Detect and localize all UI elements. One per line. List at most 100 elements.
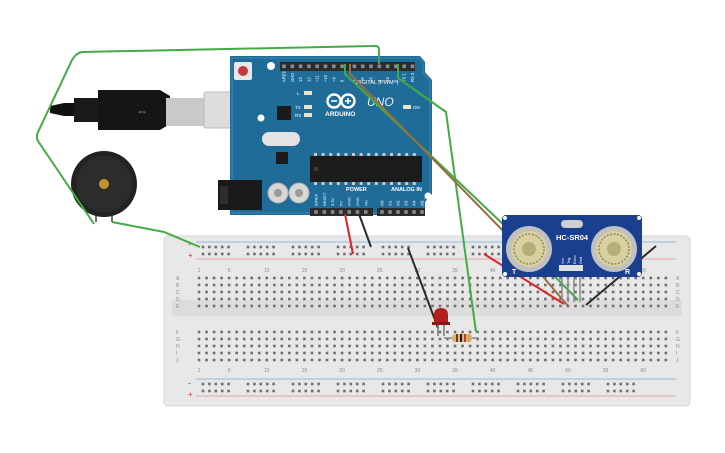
column-number: 15	[302, 368, 308, 374]
column-number: 10	[264, 368, 270, 374]
row-letter: B	[176, 283, 180, 289]
digital-header[interactable]	[280, 62, 415, 71]
arduino-logo	[326, 93, 356, 109]
power-pin-label: Vin	[363, 200, 368, 206]
led-tx-label: TX	[295, 105, 301, 110]
column-number: 30	[415, 368, 421, 374]
digital-pin-label: TX 1	[402, 72, 407, 82]
row-letter: D	[676, 297, 680, 303]
wire-buzzer-ground[interactable]	[111, 221, 201, 248]
mounting-hole	[267, 62, 275, 70]
row-letter: F	[176, 330, 179, 336]
transmitter	[506, 226, 552, 272]
analog-pin-label: A0	[380, 200, 385, 206]
row-letter: J	[176, 358, 179, 364]
row-letter: C	[676, 290, 680, 296]
column-number: 60	[640, 368, 646, 374]
usb-icon: ⇔	[136, 104, 148, 118]
digital-pin-label: 12	[306, 77, 311, 82]
wire-vcc[interactable]	[483, 253, 565, 305]
power-pin-label: IOREF	[314, 193, 319, 206]
column-number: 55	[603, 368, 609, 374]
rail-minus-bottom: -	[188, 378, 191, 388]
atmega-chip	[310, 156, 422, 182]
receiver	[591, 226, 637, 272]
row-letter: E	[176, 304, 180, 310]
red-led[interactable]	[432, 308, 450, 336]
row-letter: I	[676, 351, 677, 357]
column-number: 25	[377, 368, 383, 374]
wire-led-signal[interactable]	[397, 64, 477, 333]
column-number: 40	[490, 268, 496, 274]
sensor-pin-label: Echo	[573, 255, 577, 264]
mounting-hole	[424, 192, 432, 200]
column-number: 50	[565, 368, 571, 374]
sensor-pin-label: Vcc	[561, 258, 565, 264]
column-number: 15	[302, 268, 308, 274]
row-letter: C	[176, 290, 180, 296]
column-number: 20	[339, 268, 345, 274]
led-on-label: ON	[413, 105, 420, 110]
column-number: 35	[452, 368, 458, 374]
column-number: 40	[490, 368, 496, 374]
row-letter: G	[676, 337, 680, 343]
row-letter: A	[676, 276, 680, 282]
power-pin-label: GND	[347, 197, 352, 206]
digital-pin-label: ~6	[360, 77, 365, 82]
wire-led-ground[interactable]	[407, 247, 439, 329]
sensor-r-label: R	[625, 269, 630, 276]
column-number: 10	[264, 268, 270, 274]
digital-pin-label: 8	[340, 79, 345, 82]
row-letter: B	[676, 283, 680, 289]
column-number: 1	[198, 268, 201, 274]
digital-pin-label: ~9	[331, 77, 336, 82]
digital-pin-label: 2	[393, 79, 398, 82]
led-rx-label: RX	[295, 113, 301, 118]
row-letter: D	[176, 297, 180, 303]
digital-pin-label: ~3	[385, 77, 390, 82]
piezo-buzzer[interactable]	[71, 151, 137, 222]
column-number: 35	[452, 268, 458, 274]
row-letter: I	[176, 351, 177, 357]
wire-5v[interactable]	[344, 213, 354, 255]
digital-pin-label: AREF	[282, 70, 287, 82]
rail-plus-top: +	[188, 251, 193, 260]
row-letter: H	[176, 344, 180, 350]
wire-buzzer-signal[interactable]	[35, 44, 380, 225]
wire-gnd[interactable]	[358, 213, 372, 248]
sensor-pin-label: Trig	[567, 258, 571, 264]
sensor-pin-label: Gnd	[579, 257, 583, 264]
led-tx	[304, 105, 312, 109]
led-l	[304, 91, 312, 95]
analog-header[interactable]	[377, 208, 425, 216]
analog-pin-label: A1	[388, 200, 393, 206]
resistor[interactable]	[444, 334, 478, 342]
oscillator	[561, 220, 583, 228]
regulator	[276, 152, 288, 164]
column-number: 60	[640, 268, 646, 274]
crystal	[262, 132, 300, 146]
digital-pin-label: GND	[290, 73, 295, 82]
digital-pin-label: 13	[298, 77, 303, 82]
led-l-label: L	[297, 91, 300, 96]
rail-minus-top: -	[188, 239, 191, 249]
row-letter: F	[676, 330, 679, 336]
column-number: 5	[228, 268, 231, 274]
analog-pin-label: A2	[396, 200, 401, 206]
row-letter: G	[176, 337, 180, 343]
power-label: POWER	[346, 187, 367, 193]
column-number: 45	[528, 368, 534, 374]
digital-pin-label: ~11	[315, 75, 320, 82]
column-number: 25	[377, 268, 383, 274]
